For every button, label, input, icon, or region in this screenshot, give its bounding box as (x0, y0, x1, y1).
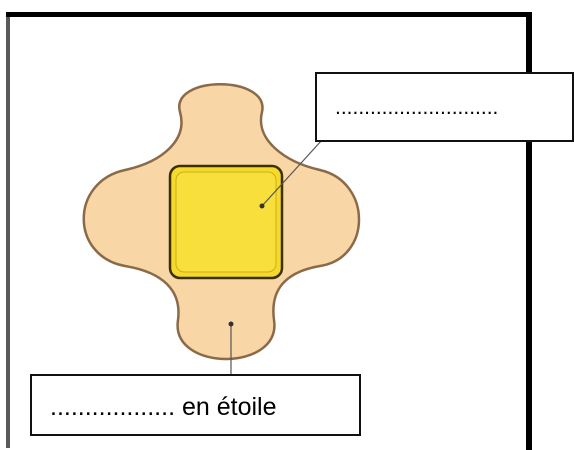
bandage-pointer-dot (229, 322, 234, 327)
central-pad-inner (176, 172, 276, 272)
pad-label-text: ............................ (335, 96, 498, 119)
bandage-label-text: .................. en étoile (50, 393, 277, 421)
pad-pointer-dot (260, 204, 265, 209)
pad-label-box: ............................ (315, 72, 574, 142)
bandage-label-box: .................. en étoile (30, 374, 361, 436)
